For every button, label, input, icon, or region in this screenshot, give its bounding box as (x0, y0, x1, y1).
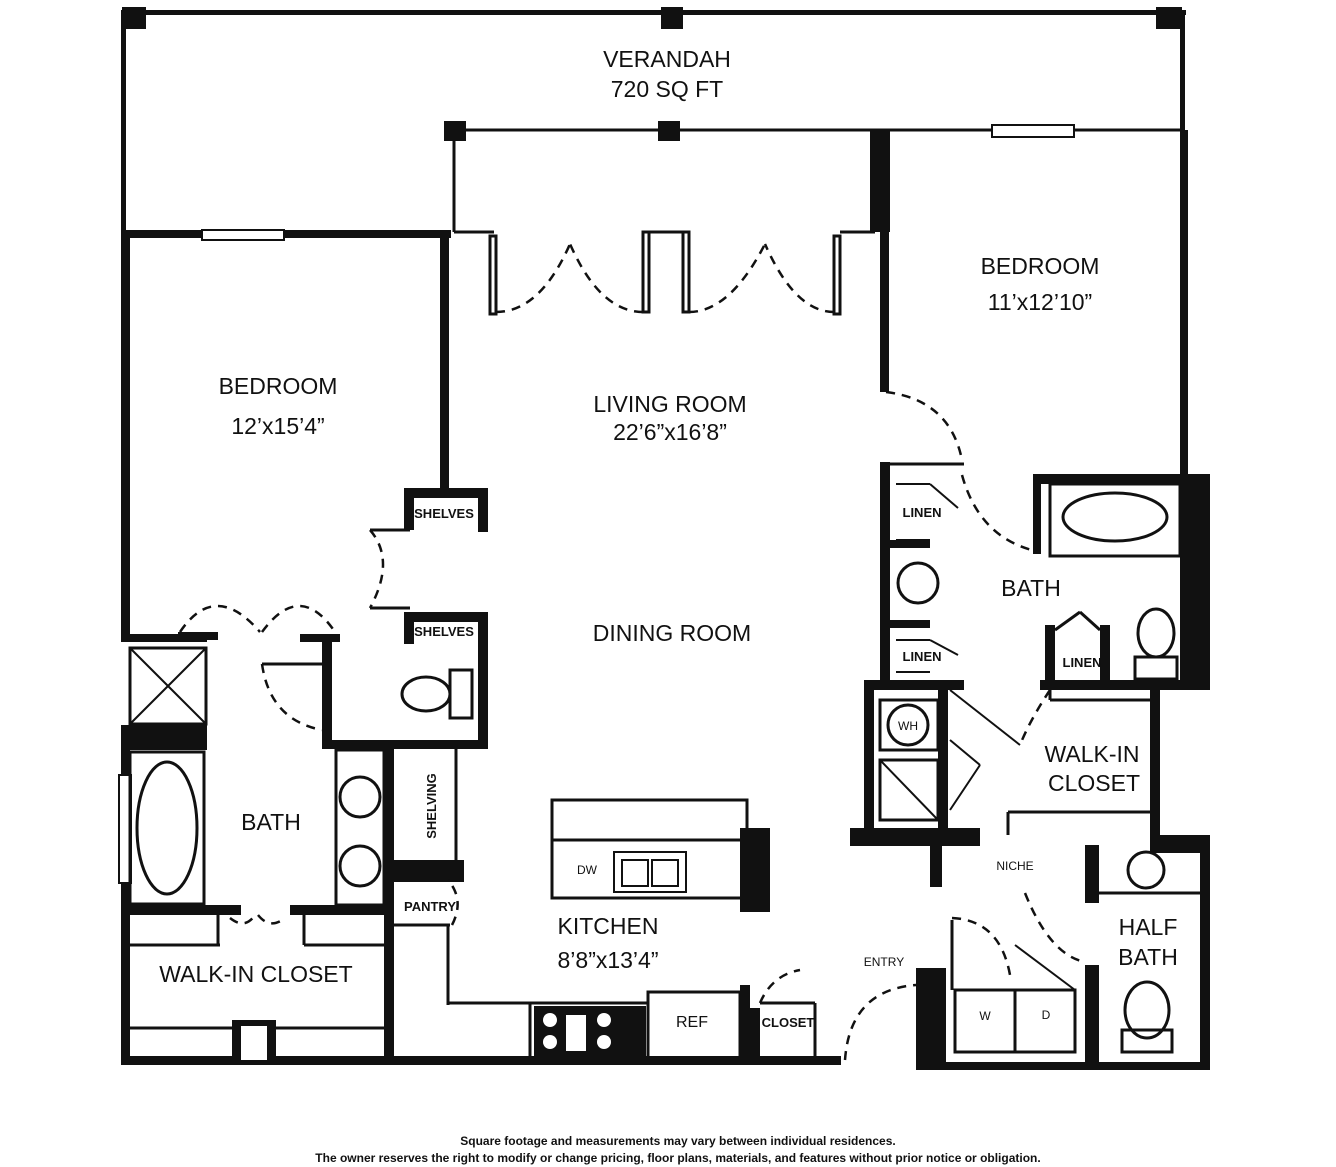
fixtures (128, 482, 1182, 1060)
verandah-label: VERANDAH (603, 46, 731, 72)
kitchen-size: 8’8”x13’4” (558, 947, 659, 973)
bedroom-left-size: 12’x15’4” (231, 413, 324, 439)
walkin-right-label: WALK-IN (1045, 741, 1140, 767)
bath-right-label: BATH (1001, 575, 1061, 601)
closet-label: CLOSET (762, 1015, 815, 1030)
living-room-label: LIVING ROOM (593, 391, 746, 417)
half-bath-label: HALF (1119, 914, 1178, 940)
kitchen-label: KITCHEN (558, 913, 659, 939)
living-room-size: 22’6”x16’8” (613, 419, 727, 445)
pantry-label: PANTRY (404, 899, 456, 914)
dryer-label: D (1042, 1008, 1051, 1022)
bedroom-right-label: BEDROOM (981, 253, 1100, 279)
shelves-top-label: SHELVES (414, 506, 474, 521)
dining-room-label: DINING ROOM (593, 620, 751, 646)
linen-label-3: LINEN (1063, 655, 1102, 670)
verandah-size: 720 SQ FT (611, 76, 723, 102)
labels: VERANDAH 720 SQ FT BEDROOM 12’x15’4” BED… (159, 46, 1178, 1031)
verandah-outline (121, 7, 1186, 232)
walls (118, 124, 1210, 1070)
bedroom-right-size: 11’x12’10” (988, 289, 1092, 315)
shelves-bottom-label: SHELVES (414, 624, 474, 639)
shelving-label: SHELVING (424, 773, 439, 839)
refrigerator-label: REF (676, 1014, 708, 1031)
niche-label: NICHE (996, 859, 1033, 873)
walkin-right-label-2: CLOSET (1048, 770, 1140, 796)
disclaimer: Square footage and measurements may vary… (315, 1134, 1040, 1165)
door-swings (178, 243, 1086, 1061)
half-bath-label-2: BATH (1118, 944, 1178, 970)
washer-label: W (979, 1009, 991, 1023)
disclaimer-line-2: The owner reserves the right to modify o… (315, 1151, 1040, 1165)
walkin-left-label: WALK-IN CLOSET (159, 961, 352, 987)
dishwasher-label: DW (577, 863, 598, 877)
bath-left-label: BATH (241, 809, 301, 835)
entry-label: ENTRY (864, 955, 904, 969)
linen-label-2: LINEN (903, 649, 942, 664)
linen-label-1: LINEN (903, 505, 942, 520)
water-heater-label: WH (898, 719, 918, 733)
bedroom-left-label: BEDROOM (219, 373, 338, 399)
disclaimer-line-1: Square footage and measurements may vary… (460, 1134, 896, 1148)
